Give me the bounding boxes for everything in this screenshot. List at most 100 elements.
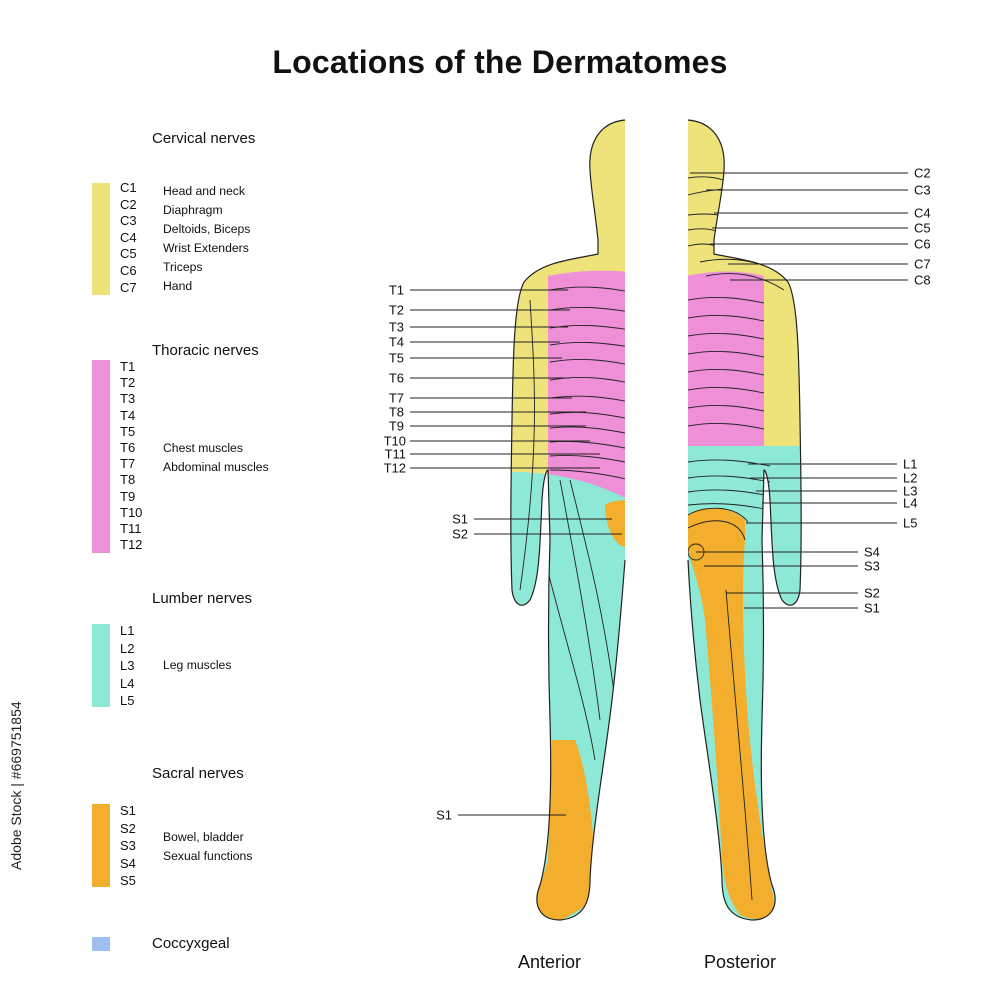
callout-label: T7: [389, 391, 404, 406]
posterior-body: [688, 120, 802, 920]
legend-entry: Head and neck: [163, 184, 245, 198]
legend-entry: Deltoids, Biceps: [163, 222, 251, 236]
legend-lumbar-descriptions: Leg muscles: [163, 656, 231, 675]
legend-lumbar-bar: [92, 624, 110, 707]
anterior-thoracic-region: [548, 270, 625, 500]
legend-entry: T12: [120, 537, 143, 553]
callout-label: L5: [903, 516, 917, 531]
legend-sacral-title: Sacral nerves: [152, 765, 244, 782]
callout-label: S3: [864, 559, 880, 574]
callout-label: C8: [914, 273, 931, 288]
anterior-cervical-region: [510, 120, 625, 290]
callout-label: L1: [903, 457, 917, 472]
legend-entry: T10: [120, 504, 143, 520]
anterior-view-label: Anterior: [518, 952, 582, 972]
legend-lumbar-title: Lumber nerves: [152, 590, 253, 607]
legend-entry: T8: [120, 472, 136, 488]
legend-entry: L5: [120, 693, 135, 708]
callout-label: T3: [389, 320, 404, 335]
legend-entry: C4: [120, 229, 137, 245]
legend-coccygeal-bar: [92, 937, 110, 951]
legend-thoracic-bar: [92, 360, 110, 553]
callout-label: T9: [389, 419, 404, 434]
legend-entry: L3: [120, 658, 135, 673]
callout-label: S2: [864, 586, 880, 601]
legend-entry: L4: [120, 675, 135, 691]
legend-entry: Diaphragm: [163, 203, 223, 217]
callout-label: T5: [389, 351, 404, 366]
legend-cervical-title: Cervical nerves: [152, 130, 256, 147]
legend-entry: L2: [120, 640, 135, 656]
legend-entry: C6: [120, 262, 137, 278]
stock-watermark: Adobe Stock | #669751854: [8, 701, 24, 870]
legend-entry: Chest muscles: [163, 441, 243, 455]
legend-entry: L1: [120, 623, 135, 638]
posterior-sacral-region: [688, 508, 775, 919]
posterior-dermatome-lines: [688, 176, 791, 901]
legend-entry: Triceps: [163, 260, 203, 274]
callout-label: L4: [903, 496, 917, 511]
legend-entry: T11: [120, 521, 142, 537]
callout-label: T2: [389, 303, 404, 318]
legend-entry: S4: [120, 855, 136, 871]
callout-label: C2: [914, 166, 931, 181]
legend-entry: Bowel, bladder: [163, 830, 244, 844]
callout-label: T1: [389, 283, 404, 298]
legend-entry: S5: [120, 873, 136, 888]
anterior-outline: [510, 119, 626, 921]
callout-label: C3: [914, 183, 931, 198]
legend-cervical-bar: [92, 183, 110, 295]
callout-label: T4: [389, 335, 404, 350]
legend-entry: S2: [120, 820, 136, 836]
legend-coccygeal-title: Coccyxgeal: [152, 935, 230, 952]
legend-entry: C1: [120, 180, 137, 195]
legend-entry: T2: [120, 375, 136, 391]
callout-label: T8: [389, 405, 404, 420]
posterior-cervical-region: [688, 120, 802, 290]
legend-entry: T7: [120, 456, 136, 472]
legend-entry: S3: [120, 838, 136, 853]
callout-label: T12: [384, 461, 406, 476]
callout-label: T10: [384, 434, 406, 449]
legend-entry: Abdominal muscles: [163, 460, 269, 474]
legend-entry: T5: [120, 423, 136, 439]
anterior-sacral-leg-region: [530, 740, 596, 920]
posterior-view-label: Posterior: [704, 952, 777, 972]
legend-entry: S1: [120, 803, 136, 818]
callout-label: S4: [864, 545, 880, 560]
callout-label: S1: [452, 512, 468, 527]
callout-label: L2: [903, 471, 917, 486]
legend-entry: C3: [120, 213, 137, 229]
posterior-outline: [687, 119, 802, 921]
legend-entry: T4: [120, 407, 136, 423]
legend-thoracic-title: Thoracic nerves: [152, 342, 259, 359]
callout-label: L3: [903, 484, 917, 499]
legend-entry: Sexual functions: [163, 849, 253, 863]
callout-label: C7: [914, 257, 931, 272]
legend-entry: C2: [120, 196, 137, 212]
callout-label: T6: [389, 371, 404, 386]
anterior-dermatome-lines: [519, 286, 625, 761]
callout-label: C5: [914, 221, 931, 236]
legend-entry: T3: [120, 391, 136, 407]
callout-label: C4: [914, 206, 931, 221]
legend-entry: T6: [120, 440, 136, 456]
legend-entry: Wrist Extenders: [163, 241, 249, 255]
callout-label: S1: [864, 601, 880, 616]
callout-label: S2: [452, 527, 468, 542]
legend-sacral-bar: [92, 804, 110, 887]
legend-entry: Hand: [163, 279, 193, 293]
anterior-genital-region: [605, 500, 625, 548]
legend-entry: Leg muscles: [163, 658, 232, 672]
callout-label: T11: [385, 447, 406, 462]
callout-label: S1: [436, 808, 452, 823]
